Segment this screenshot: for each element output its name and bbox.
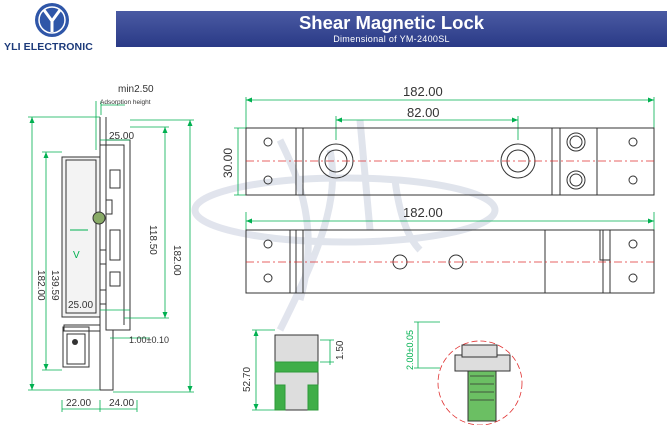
yli-logo-icon xyxy=(35,3,69,37)
bottom-view: 182.00 xyxy=(245,205,655,294)
section-height-label: 52.70 xyxy=(242,367,253,392)
top-center-label: 82.00 xyxy=(407,105,440,120)
brand-name: YLI ELECTRONIC xyxy=(4,41,93,53)
height-118-label: 118.50 xyxy=(147,225,158,255)
base-24-label: 24.00 xyxy=(109,398,134,409)
v-label: V xyxy=(73,250,80,261)
bottom-width-label: 25.00 xyxy=(68,300,93,311)
gap-label: 1.00±0.10 xyxy=(129,335,169,345)
height-182-right-label: 182.00 xyxy=(171,245,182,276)
title-banner: Shear Magnetic Lock Dimensional of YM-24… xyxy=(116,11,667,47)
detail-view: 2.00±0.05 xyxy=(405,321,523,425)
top-height-label: 30.00 xyxy=(221,148,235,178)
min-gap-label: min2.50 xyxy=(118,84,154,95)
section-view: 52.70 1.50 xyxy=(242,329,346,411)
height-139-label: 139.59 xyxy=(49,270,60,301)
side-view: min2.50 Adsorption height 25.00 25.00 1.… xyxy=(28,84,194,412)
bottom-overall-label: 182.00 xyxy=(403,205,443,220)
top-overall-label: 182.00 xyxy=(403,84,443,99)
adsorption-label: Adsorption height xyxy=(100,99,151,106)
page-subtitle: Dimensional of YM-2400SL xyxy=(333,34,450,44)
base-22-label: 22.00 xyxy=(66,398,91,409)
section-depth-label: 1.50 xyxy=(335,340,346,360)
height-182-label: 182.00 xyxy=(35,270,46,301)
brand-logo: YLI ELECTRONIC xyxy=(0,0,112,58)
top-view: 182.00 82.00 30.00 xyxy=(221,84,655,196)
top-width-label: 25.00 xyxy=(109,131,134,142)
detail-value-label: 2.00±0.05 xyxy=(405,330,415,370)
page-title: Shear Magnetic Lock xyxy=(298,12,485,33)
watermark xyxy=(191,119,499,332)
